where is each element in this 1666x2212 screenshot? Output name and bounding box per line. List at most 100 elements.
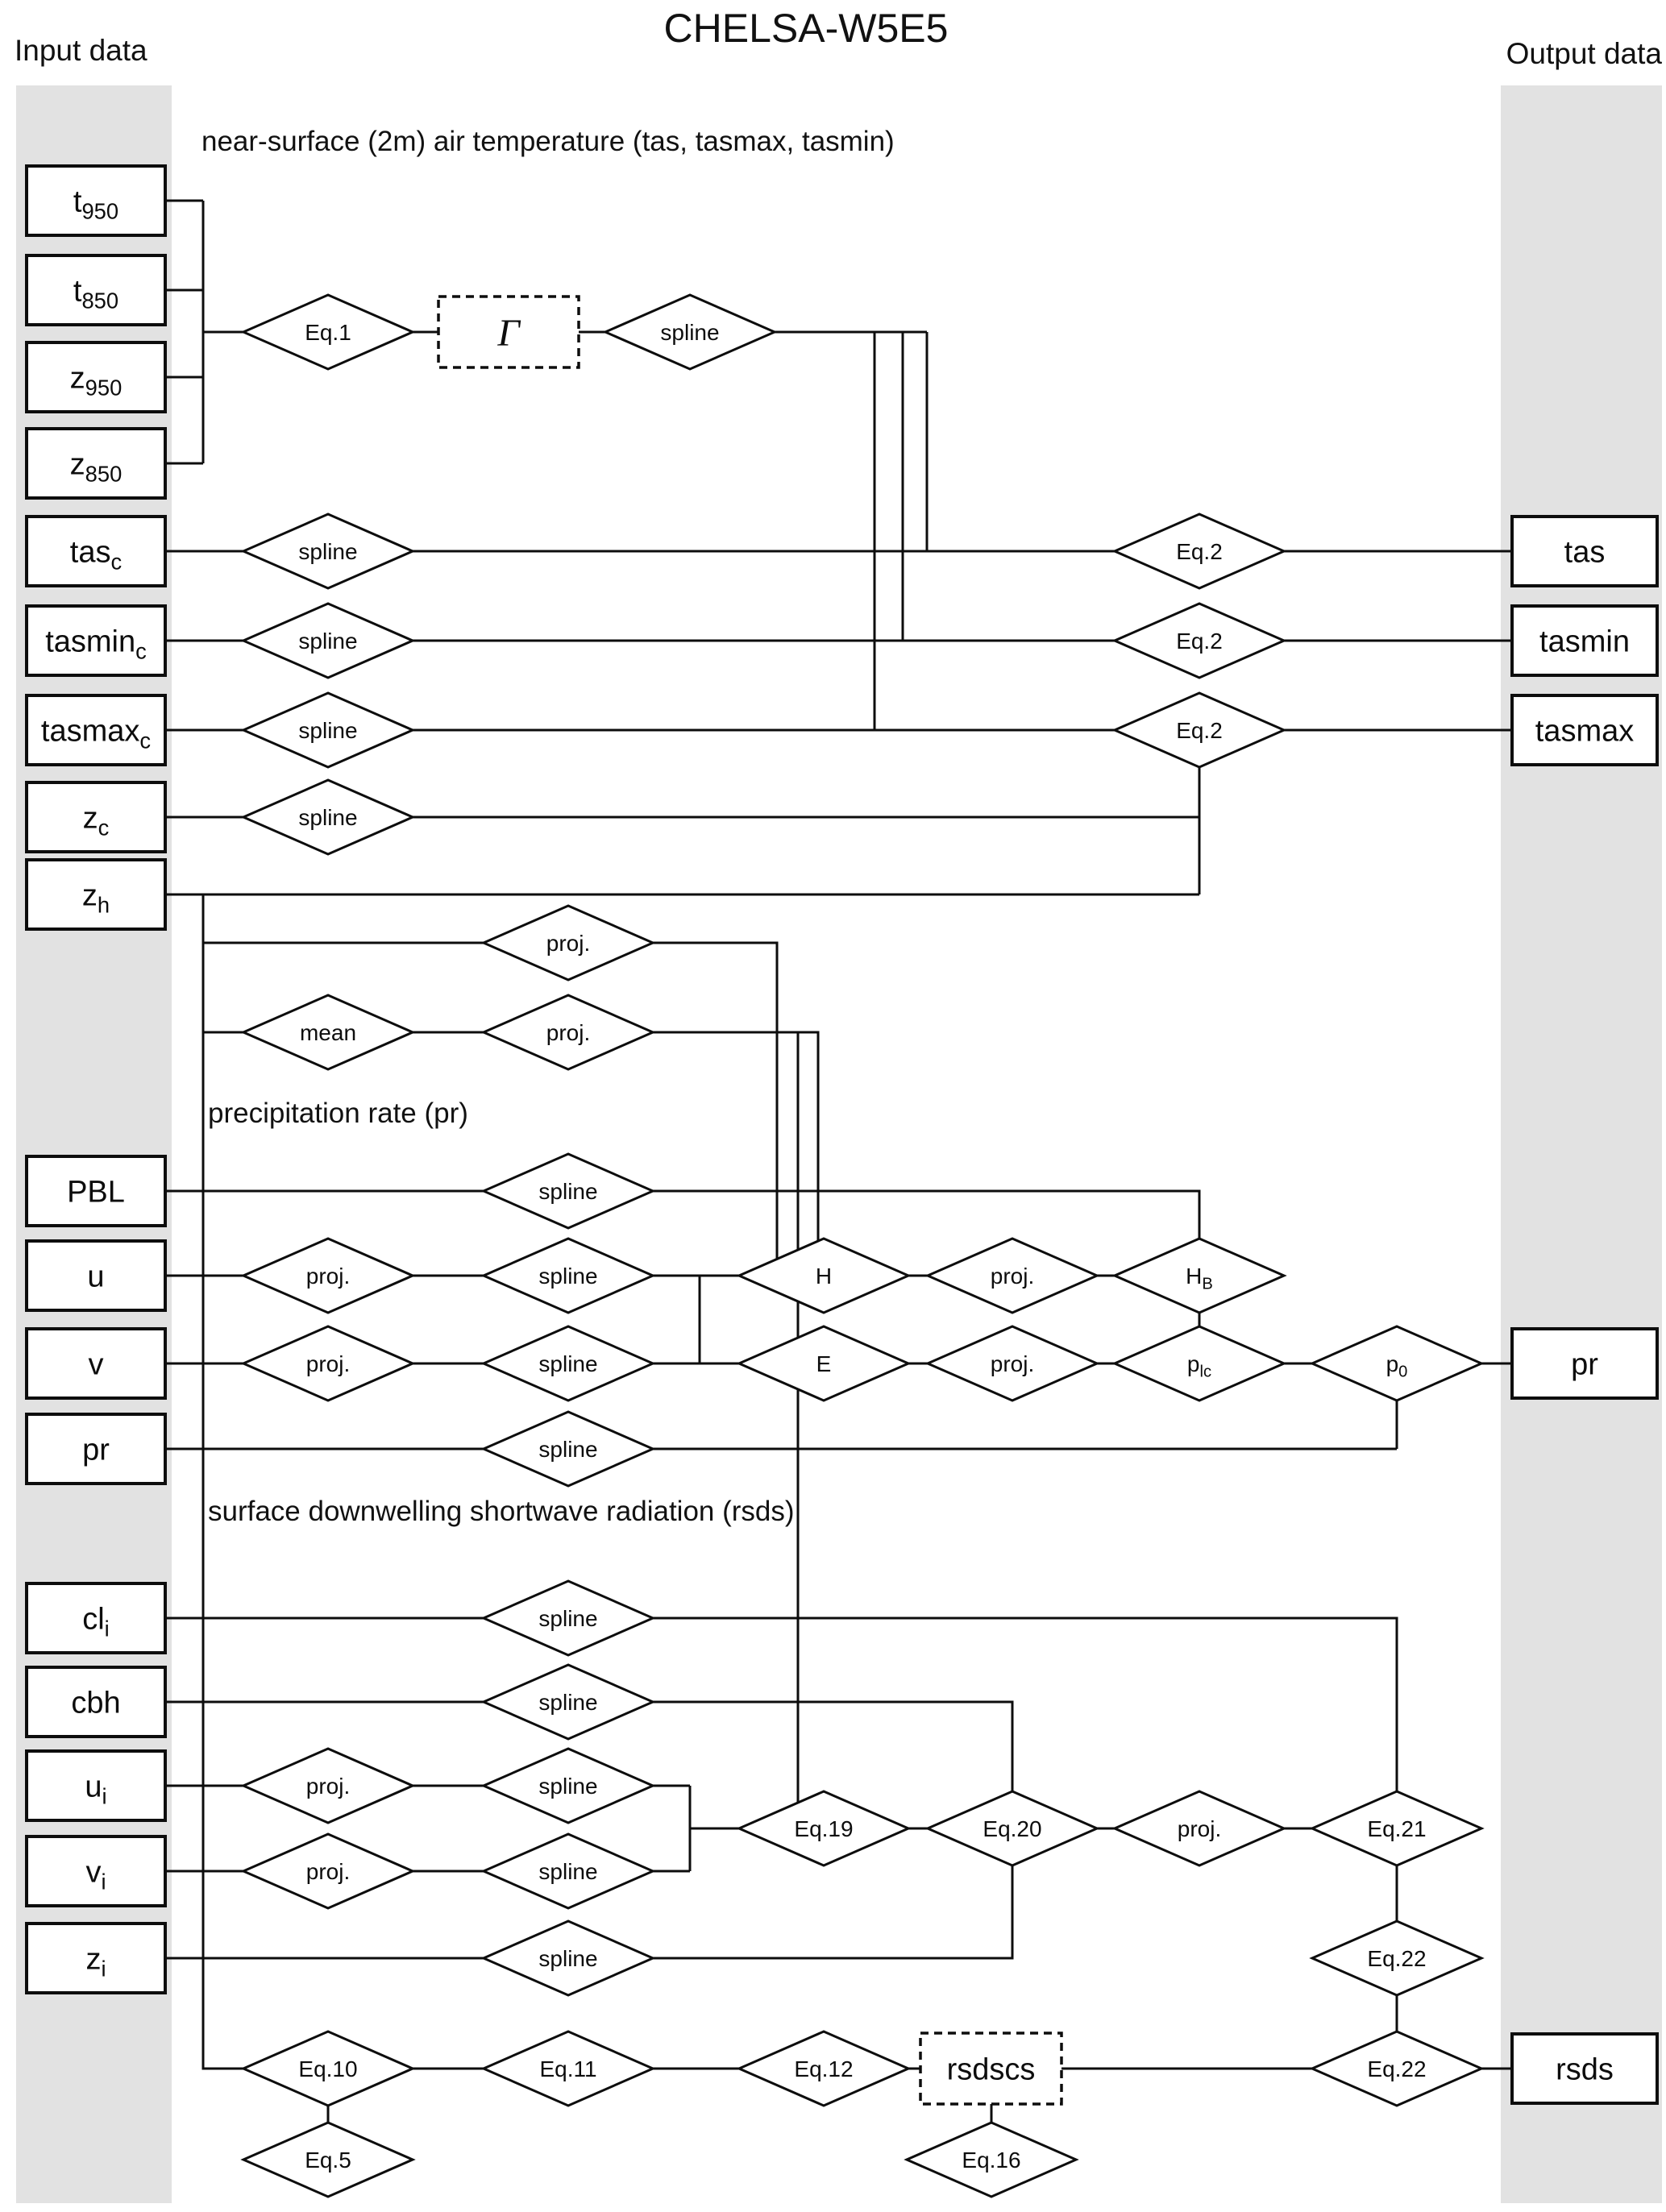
input-box-label-t850: t850	[73, 274, 118, 313]
output-box-label-tas: tas	[1564, 535, 1606, 569]
diamond-eq2-tas	[1111, 513, 1287, 590]
diamond-hb	[1111, 1237, 1287, 1314]
diamond-label-proj-e: proj.	[991, 1351, 1034, 1376]
diamond-label-eq19: Eq.19	[794, 1816, 853, 1841]
output-data-header: Output data	[1506, 37, 1662, 70]
output-box-label-tasmin: tasmin	[1539, 625, 1630, 658]
diamond-label-eq21: Eq.21	[1367, 1816, 1426, 1841]
diamond-proj-h	[924, 1237, 1100, 1314]
diamond-label-spline-tasmin: spline	[298, 629, 357, 654]
input-box-t950	[25, 164, 167, 237]
diamond-label-spline-u: spline	[538, 1264, 597, 1289]
diamond-proj-rsds	[1111, 1790, 1287, 1867]
diamond-proj-vi	[240, 1832, 416, 1910]
diamond-mean	[240, 994, 416, 1071]
diamond-label-spline-zi: spline	[538, 1946, 597, 1971]
diamond-label-spline-cbh: spline	[538, 1690, 597, 1715]
output-box-tasmin	[1510, 604, 1659, 677]
diamond-eq11	[480, 2030, 656, 2107]
input-box-pbl	[25, 1155, 167, 1227]
dashed-box-label-rsdscs: rsdscs	[947, 2052, 1036, 2086]
diamond-spline-tasc	[240, 513, 416, 590]
edge-line	[653, 1616, 1398, 1792]
diamond-label-proj-vi: proj.	[306, 1859, 350, 1884]
input-box-label-zh: zh	[82, 878, 110, 917]
input-box-label-pr: pr	[82, 1433, 110, 1467]
diamond-eq2-tasmin	[1111, 602, 1287, 679]
diamond-eq2-tasmax	[1111, 691, 1287, 769]
output-box-label-rsds: rsds	[1556, 2052, 1614, 2086]
diamond-label-spline-ui: spline	[538, 1774, 597, 1799]
diamond-eq12	[736, 2030, 912, 2107]
diamond-proj-e	[924, 1325, 1100, 1402]
diamond-label-spline-zc: spline	[298, 805, 357, 830]
diamond-label-eq11: Eq.11	[539, 2056, 596, 2081]
edge-line	[653, 941, 779, 1276]
diamond-spline-cbh	[480, 1663, 656, 1741]
diamond-proj-mean	[480, 994, 656, 1071]
input-box-label-tasmaxc: tasmaxc	[41, 714, 151, 753]
input-box-cli	[25, 1582, 167, 1654]
diamond-spline-v	[480, 1325, 656, 1402]
diamond-label-proj-u: proj.	[306, 1264, 350, 1289]
diamond-p0	[1309, 1325, 1485, 1402]
page-title: CHELSA-W5E5	[663, 6, 949, 51]
input-box-ui	[25, 1749, 167, 1822]
diamond-label-h: H	[816, 1264, 832, 1289]
diamond-eq10	[240, 2030, 416, 2107]
diamond-label-spline-vi: spline	[538, 1859, 597, 1884]
diamond-label-plc: plc	[1187, 1351, 1211, 1381]
input-box-label-v: v	[89, 1347, 104, 1381]
diamond-label-eq2-tasmax: Eq.2	[1176, 718, 1223, 743]
input-box-label-u: u	[87, 1260, 104, 1293]
diamond-eq5	[240, 2121, 416, 2198]
diamond-e	[736, 1325, 912, 1402]
diamond-label-eq5: Eq.5	[305, 2148, 351, 2173]
input-box-tasc	[25, 515, 167, 587]
output-box-tasmax	[1510, 694, 1659, 766]
input-box-z950	[25, 341, 167, 413]
input-box-pr	[25, 1413, 167, 1485]
diamond-spline-tasmax	[240, 691, 416, 769]
output-box-rsds	[1510, 2032, 1659, 2105]
diamond-eq16	[904, 2121, 1079, 2198]
diamond-label-e: E	[816, 1351, 832, 1376]
input-box-z850	[25, 427, 167, 500]
diamond-label-hb: HB	[1186, 1264, 1213, 1293]
edge-line	[201, 894, 243, 2070]
diamond-label-spline-v: spline	[538, 1351, 597, 1376]
diamond-plc	[1111, 1325, 1287, 1402]
diamond-label-eq10: Eq.10	[298, 2056, 357, 2081]
input-box-u	[25, 1239, 167, 1312]
diamond-spline-zc	[240, 778, 416, 856]
diamond-proj-u	[240, 1237, 416, 1314]
diamond-proj-v	[240, 1325, 416, 1402]
section-label-temperature: near-surface (2m) air temperature (tas, …	[201, 126, 895, 157]
diamond-label-spline-tasmax: spline	[298, 718, 357, 743]
input-box-label-ui: ui	[85, 1770, 106, 1808]
diamond-label-proj-rsds: proj.	[1178, 1816, 1221, 1841]
diamond-proj-zh	[480, 904, 656, 981]
diamond-spline-zi	[480, 1919, 656, 1997]
diamond-label-p0: p0	[1386, 1351, 1408, 1381]
input-box-label-z950: z950	[70, 361, 123, 400]
diamond-spline-pbl	[480, 1152, 656, 1230]
input-box-label-cbh: cbh	[71, 1686, 120, 1720]
input-box-label-tasminc: tasminc	[45, 625, 147, 663]
output-panel	[1501, 85, 1662, 2203]
diamond-spline-pr	[480, 1410, 656, 1488]
diamond-label-eq1: Eq.1	[305, 320, 351, 345]
diamond-spline-u	[480, 1237, 656, 1314]
input-box-label-tasc: tasc	[70, 535, 122, 574]
dashed-box-label-gamma: Γ	[496, 312, 521, 355]
input-box-label-z850: z850	[70, 447, 123, 486]
diamond-label-spline-pbl: spline	[538, 1179, 597, 1204]
diamond-label-spline-cli: spline	[538, 1606, 597, 1631]
edge-line	[653, 1865, 1014, 1960]
diamond-label-proj-ui: proj.	[306, 1774, 350, 1799]
diamond-spline-gamma	[602, 293, 778, 371]
dashed-box-rsdscs	[919, 2031, 1063, 2106]
diamond-label-eq20: Eq.20	[983, 1816, 1041, 1841]
